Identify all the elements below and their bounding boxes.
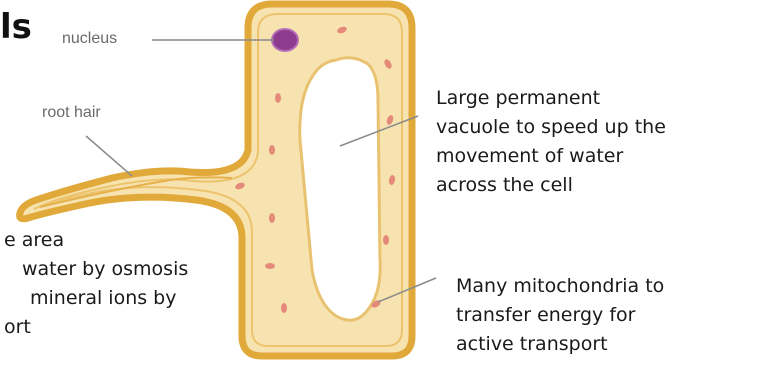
mitochondria-annotation-line: transfer energy for <box>456 301 664 330</box>
mitochondria-annotation-line: Many mitochondria to <box>456 272 664 301</box>
surface-area-annotation-line: water by osmosis <box>22 255 188 284</box>
mitochondrion <box>281 303 287 313</box>
mitochondrion <box>383 235 389 245</box>
nucleus <box>272 29 298 51</box>
root-hair-label: root hair <box>42 104 101 122</box>
vacuole-annotation: Large permanent vacuole to speed up the … <box>436 84 666 200</box>
vacuole-annotation-line: movement of water <box>436 142 666 171</box>
mitochondria-annotation-line: active transport <box>456 330 664 359</box>
root-hair-leader-line <box>86 136 132 176</box>
nucleus-label: nucleus <box>62 30 117 48</box>
surface-area-annotation-line: mineral ions by <box>30 284 188 313</box>
vacuole-annotation-line: vacuole to speed up the <box>436 113 666 142</box>
mitochondria-annotation: Many mitochondria to transfer energy for… <box>456 272 664 359</box>
mitochondrion <box>275 93 281 103</box>
mitochondrion <box>269 145 275 155</box>
surface-area-annotation-line: ort <box>4 313 188 342</box>
mitochondrion <box>269 213 275 223</box>
surface-area-annotation: e area water by osmosis mineral ions by … <box>0 226 188 342</box>
surface-area-annotation-line: e area <box>4 226 188 255</box>
vacuole-annotation-line: Large permanent <box>436 84 666 113</box>
mitochondrion <box>265 263 275 269</box>
vacuole-annotation-line: across the cell <box>436 171 666 200</box>
